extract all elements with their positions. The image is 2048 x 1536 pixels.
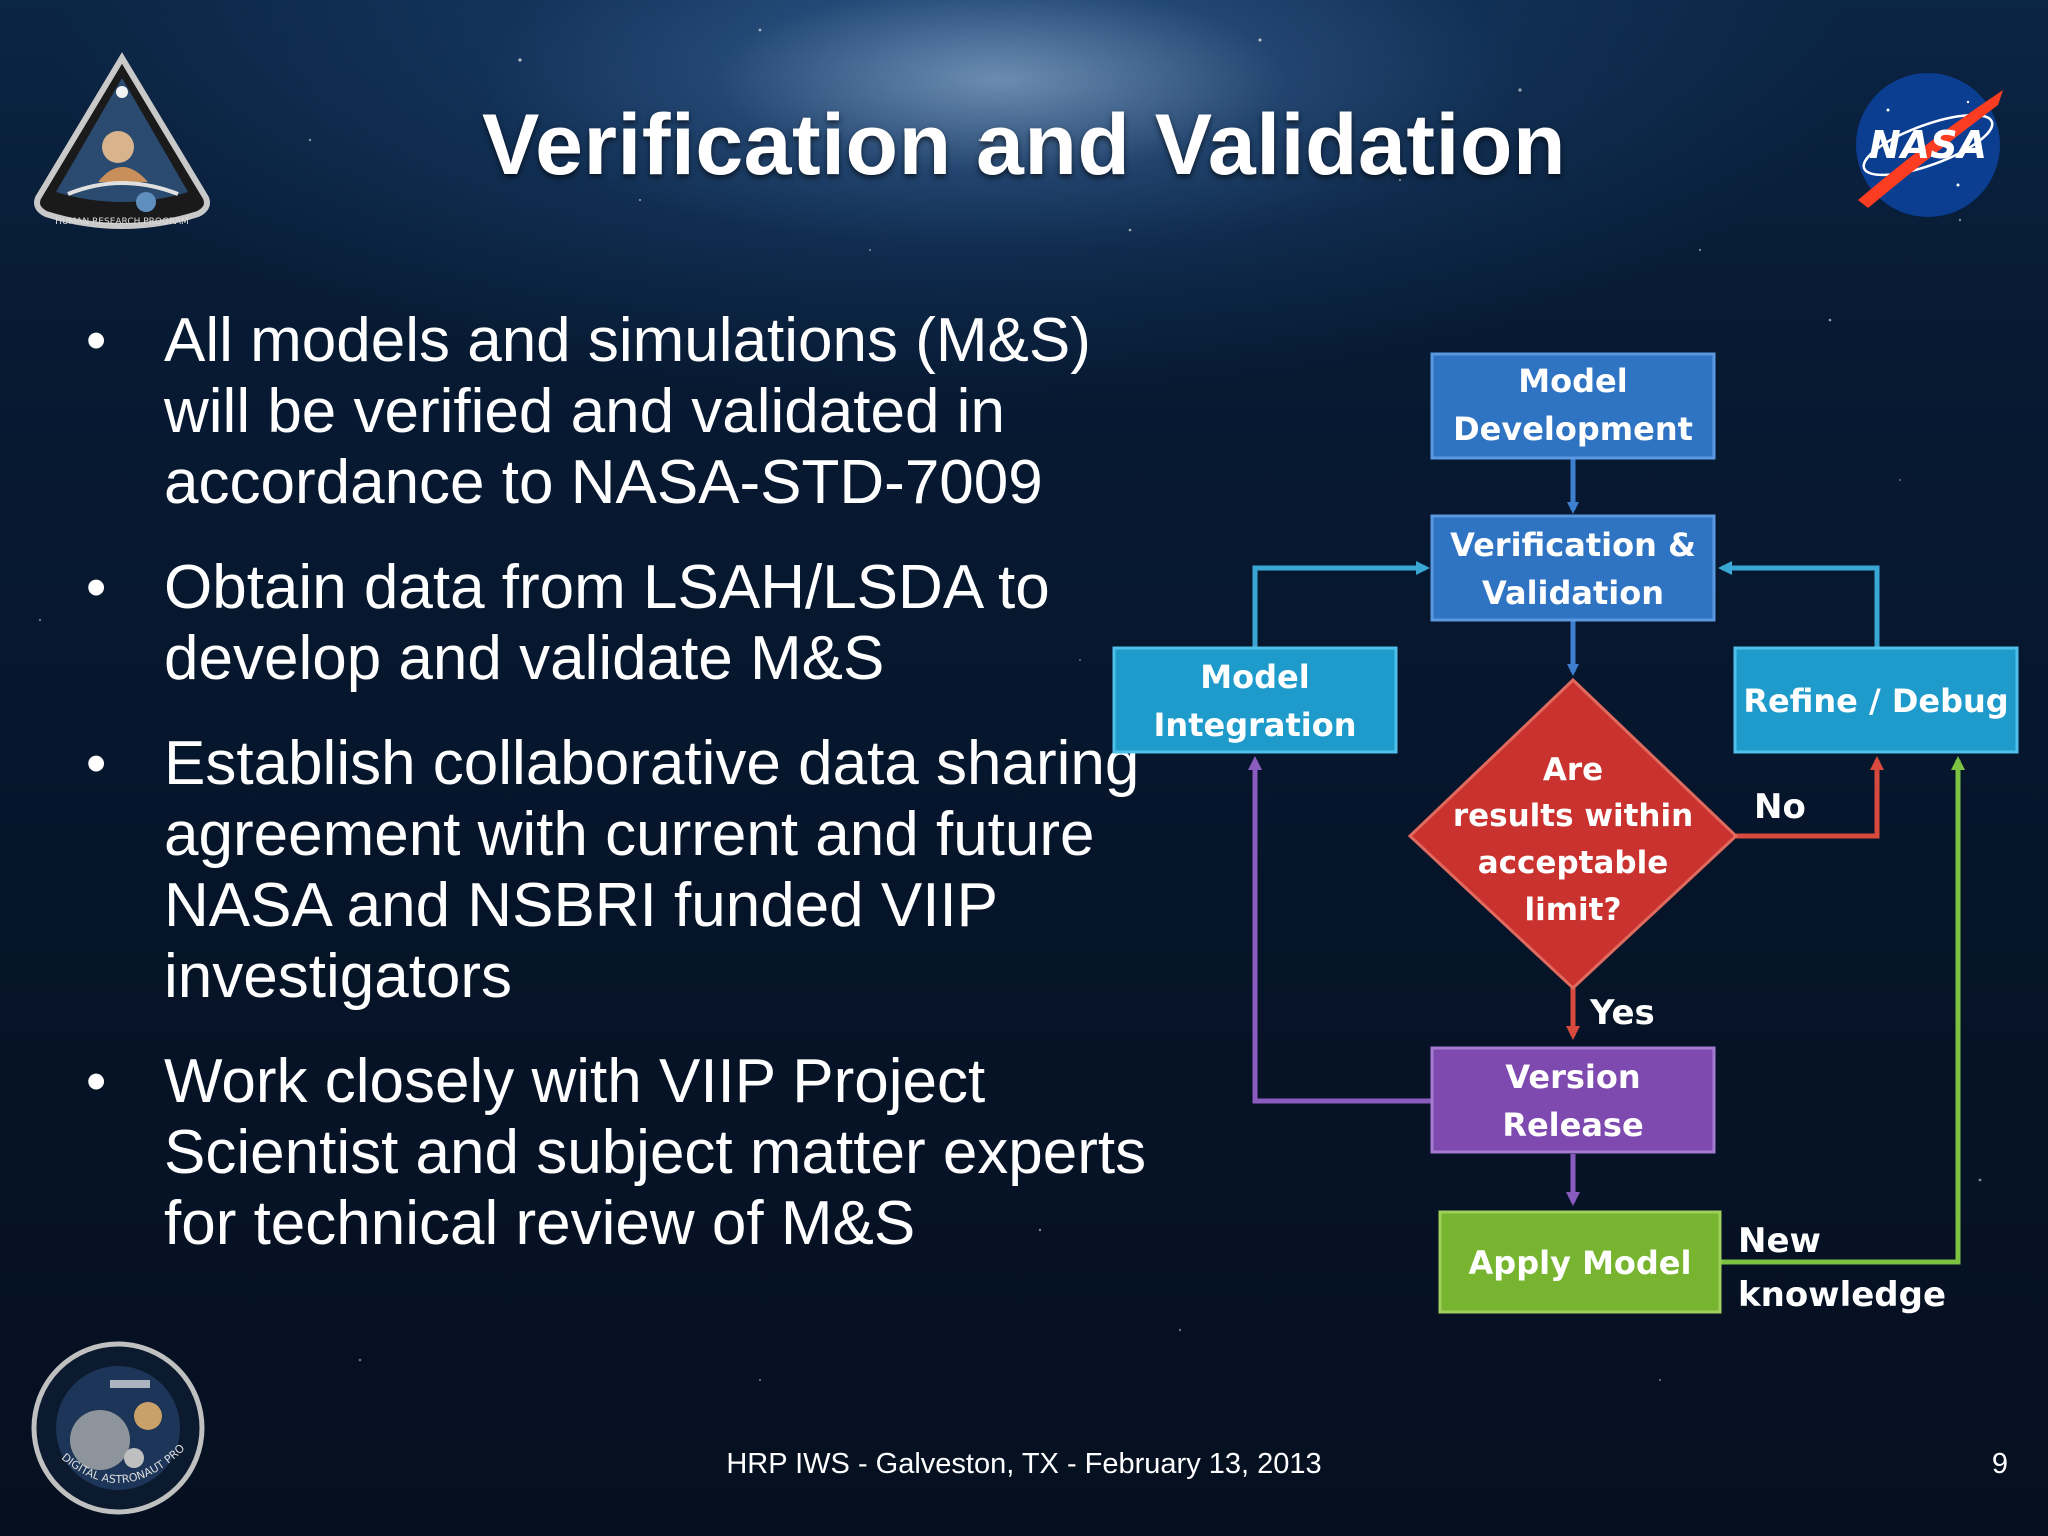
node-label: Refine / Debug <box>1743 682 2008 720</box>
node-model-integration: Model Integration <box>1112 646 1398 754</box>
edge-label-new-knowledge: New <box>1738 1221 1821 1261</box>
edge-integration-to-vv <box>1252 561 1430 648</box>
node-label: Model <box>1518 362 1627 400</box>
bullet-dot: • <box>86 308 107 373</box>
hrp-patch-logo: HUMAN RESEARCH PROGRAM <box>34 52 210 229</box>
node-label: results within <box>1453 798 1693 834</box>
node-model-development: Model Development <box>1430 352 1716 460</box>
bullet-dot: • <box>86 1049 107 1114</box>
nasa-logo-text: NASA <box>1869 123 1987 167</box>
node-label: Are <box>1543 752 1603 788</box>
edge-new-knowledge <box>1720 756 1965 1265</box>
hrp-patch-text: HUMAN RESEARCH PROGRAM <box>55 217 189 227</box>
node-label: acceptable <box>1478 845 1668 881</box>
node-label: Model <box>1200 658 1309 696</box>
node-refine-debug: Refine / Debug <box>1733 646 2019 754</box>
edge-refine-to-vv <box>1718 561 1880 648</box>
node-label: Development <box>1453 410 1693 448</box>
node-label: Version <box>1505 1058 1640 1096</box>
edge-release-to-integration <box>1248 756 1432 1104</box>
bullet-item: • All models and simulations (M&S) will … <box>80 305 1180 518</box>
node-decision: Are results within acceptable limit? <box>1407 677 1739 991</box>
bullet-list: • All models and simulations (M&S) will … <box>80 305 1180 1293</box>
bullet-item: • Establish collaborative data sharing a… <box>80 728 1180 1012</box>
node-label: limit? <box>1525 892 1622 928</box>
bullet-text: Establish collaborative data sharing agr… <box>164 729 1140 1011</box>
slide-footer: HRP IWS - Galveston, TX - February 13, 2… <box>726 1448 1322 1480</box>
node-label: Release <box>1502 1106 1643 1144</box>
dap-patch-logo: DIGITAL ASTRONAUT PROJECT <box>30 1340 205 1515</box>
edge-label-no: No <box>1754 787 1806 827</box>
bullet-text: Obtain data from LSAH/LSDA to develop an… <box>164 553 1050 693</box>
edge-decision-no <box>1736 756 1884 839</box>
node-verification-validation: Verification & Validation <box>1430 514 1716 622</box>
nasa-logo: NASA <box>1856 73 2003 217</box>
node-label: Validation <box>1482 574 1664 612</box>
bullet-text: All models and simulations (M&S) will be… <box>164 306 1091 517</box>
slide-title: Verification and Validation <box>482 97 1566 193</box>
edge-label-yes: Yes <box>1589 993 1655 1033</box>
bullet-text: Work closely with VIIP Project Scientist… <box>164 1047 1147 1258</box>
bullet-item: • Work closely with VIIP Project Scienti… <box>80 1046 1180 1259</box>
node-version-release: Version Release <box>1430 1046 1716 1154</box>
bullet-dot: • <box>86 731 107 796</box>
node-apply-model: Apply Model <box>1438 1210 1722 1314</box>
bullet-dot: • <box>86 555 107 620</box>
node-label: Apply Model <box>1469 1244 1692 1282</box>
node-label: Integration <box>1154 706 1357 744</box>
node-label: Verification & <box>1450 526 1696 564</box>
bullet-item: • Obtain data from LSAH/LSDA to develop … <box>80 552 1180 694</box>
page-number: 9 <box>1991 1448 2008 1480</box>
edge-label-new-knowledge: knowledge <box>1738 1275 1946 1315</box>
